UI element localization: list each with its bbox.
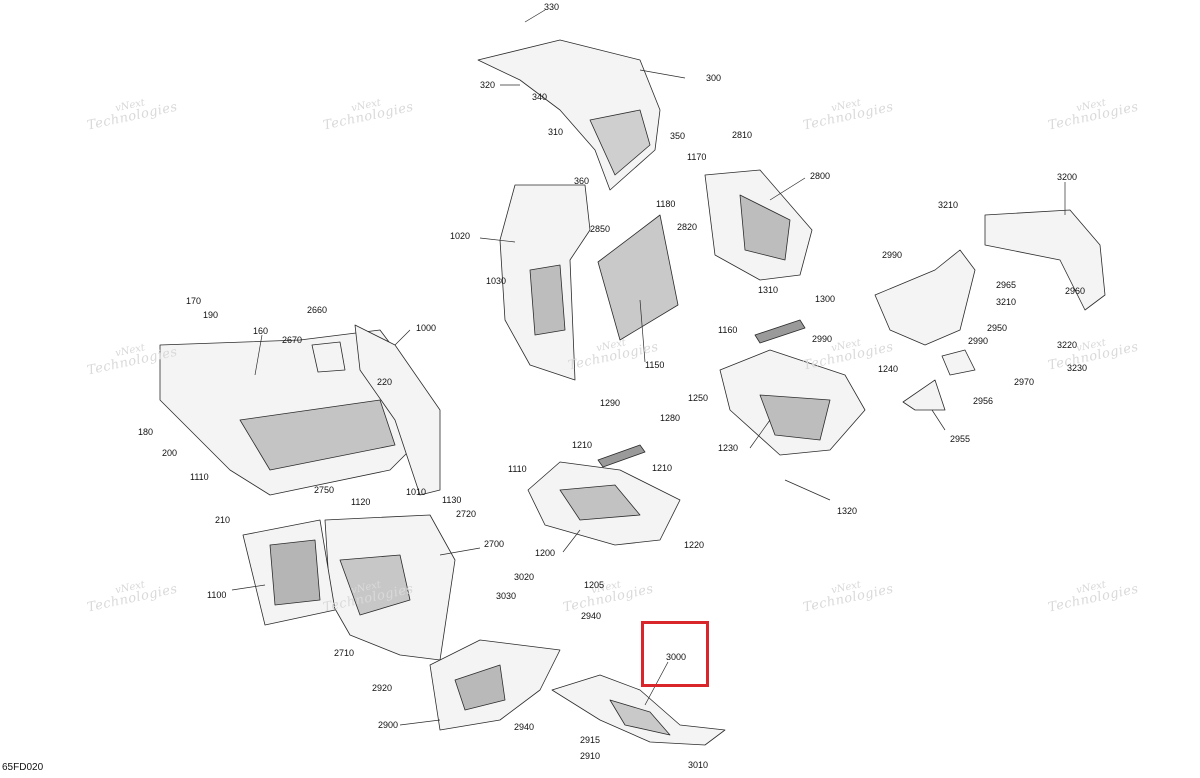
callout-1300[interactable]: 1300	[815, 294, 836, 304]
callout-1250[interactable]: 1250	[688, 393, 709, 403]
callout-2956[interactable]: 2956	[973, 396, 994, 406]
callout-2800[interactable]: 2800	[810, 171, 831, 181]
callout-320[interactable]: 320	[480, 80, 496, 90]
part-1150	[597, 214, 679, 341]
callout-1320[interactable]: 1320	[837, 506, 858, 516]
callout-1220[interactable]: 1220	[684, 540, 705, 550]
callout-160[interactable]: 160	[253, 326, 269, 336]
part-160-shade	[239, 399, 396, 471]
callout-1130[interactable]: 1130	[442, 495, 462, 505]
callout-1290[interactable]: 1290	[600, 398, 621, 408]
part-1000	[354, 324, 441, 496]
part-2700-shade	[339, 554, 411, 616]
leader-lines	[231, 9, 1066, 726]
callout-2900[interactable]: 2900	[378, 720, 399, 730]
callout-2990[interactable]: 2990	[882, 250, 903, 260]
part-2800-shade	[739, 194, 791, 261]
callout-2915[interactable]: 2915	[580, 735, 601, 745]
callout-2660[interactable]: 2660	[307, 305, 328, 315]
callout-3230[interactable]: 3230	[1067, 363, 1088, 373]
callout-3030[interactable]: 3030	[496, 591, 517, 601]
callout-360[interactable]: 360	[574, 176, 590, 186]
callout-310[interactable]: 310	[548, 127, 564, 137]
callout-2965[interactable]: 2965	[996, 280, 1017, 290]
part-3200	[984, 209, 1106, 311]
callout-1310[interactable]: 1310	[758, 285, 779, 295]
callout-330[interactable]: 330	[544, 2, 560, 12]
drawing-code: 65FD020	[2, 762, 44, 773]
callout-1200[interactable]: 1200	[535, 548, 556, 558]
callout-2960[interactable]: 3210	[996, 297, 1017, 307]
callout-300[interactable]: 300	[706, 73, 722, 83]
part-1300	[754, 319, 806, 344]
callout-1020[interactable]: 1020	[450, 231, 471, 241]
part-2660	[311, 341, 346, 373]
part-1280	[597, 444, 646, 468]
callout-1160[interactable]: 1160	[718, 325, 738, 335]
callout-2810[interactable]: 2810	[732, 130, 753, 140]
callout-2940[interactable]: 2940	[514, 722, 535, 732]
callout-1240[interactable]: 1240	[878, 364, 899, 374]
callout-3220[interactable]: 3220	[1057, 340, 1078, 350]
callout-2955[interactable]: 2955	[950, 434, 971, 444]
callout-1110[interactable]: 1110	[508, 464, 527, 474]
callout-3210[interactable]: 3210	[938, 200, 959, 210]
callout-2910[interactable]: 2910	[580, 751, 601, 761]
part-2900-shade	[454, 664, 506, 711]
callout-2990[interactable]: 2990	[968, 336, 989, 346]
part-1230-shade	[759, 394, 831, 441]
callout-210[interactable]: 210	[215, 515, 231, 525]
callout-170[interactable]: 170	[186, 296, 202, 306]
part-2950	[874, 249, 976, 346]
callout-2850[interactable]: 2850	[590, 224, 611, 234]
callout-2700[interactable]: 2700	[484, 539, 505, 549]
callout-1150[interactable]: 1150	[645, 360, 665, 370]
part-1100-shade	[269, 539, 321, 606]
callout-1230[interactable]: 1230	[718, 443, 739, 453]
callout-1100[interactable]: 1100	[207, 590, 227, 600]
callout-1000[interactable]: 1000	[416, 323, 437, 333]
callout-2710[interactable]: 2710	[334, 648, 355, 658]
part-1020-shade	[529, 264, 566, 336]
callout-2920[interactable]: 2920	[372, 683, 393, 693]
callout-2750[interactable]: 2750	[314, 485, 335, 495]
part-2956	[941, 349, 976, 376]
callout-2940[interactable]: 2940	[581, 611, 602, 621]
part-1200-shade	[559, 484, 641, 521]
callout-1120[interactable]: 1120	[351, 497, 371, 507]
callout-1210[interactable]: 1210	[652, 463, 673, 473]
part-3000-shade	[609, 699, 671, 736]
callout-1180[interactable]: 1180	[656, 199, 676, 209]
part-2955	[902, 379, 946, 411]
callout-2950[interactable]: 2950	[987, 323, 1008, 333]
part-300-inner	[589, 109, 651, 176]
callout-2970[interactable]: 2970	[1014, 377, 1035, 387]
callout-2720[interactable]: 2720	[456, 509, 477, 519]
callout-340[interactable]: 340	[532, 92, 548, 102]
callout-3020[interactable]: 3020	[514, 572, 535, 582]
callout-1170[interactable]: 1170	[687, 152, 707, 162]
callout-190[interactable]: 190	[203, 310, 219, 320]
callout-3010[interactable]: 3010	[688, 760, 709, 770]
callout-1110[interactable]: 1110	[190, 472, 209, 482]
callout-3210[interactable]: 2960	[1065, 286, 1086, 296]
callout-2670[interactable]: 2670	[282, 335, 303, 345]
callout-3000-highlighted[interactable]: 3000	[666, 652, 687, 662]
callout-1030[interactable]: 1030	[486, 276, 507, 286]
callout-2820[interactable]: 2820	[677, 222, 698, 232]
callout-1205[interactable]: 1205	[584, 580, 605, 590]
callout-1210[interactable]: 1210	[572, 440, 593, 450]
callout-2990[interactable]: 2990	[812, 334, 833, 344]
callout-1010[interactable]: 1010	[406, 487, 427, 497]
callout-180[interactable]: 180	[138, 427, 154, 437]
callout-350[interactable]: 350	[670, 131, 686, 141]
highlight-box[interactable]	[641, 621, 709, 687]
callout-220[interactable]: 220	[377, 377, 393, 387]
callout-200[interactable]: 200	[162, 448, 178, 458]
callout-1280[interactable]: 1280	[660, 413, 681, 423]
callout-3200[interactable]: 3200	[1057, 172, 1078, 182]
